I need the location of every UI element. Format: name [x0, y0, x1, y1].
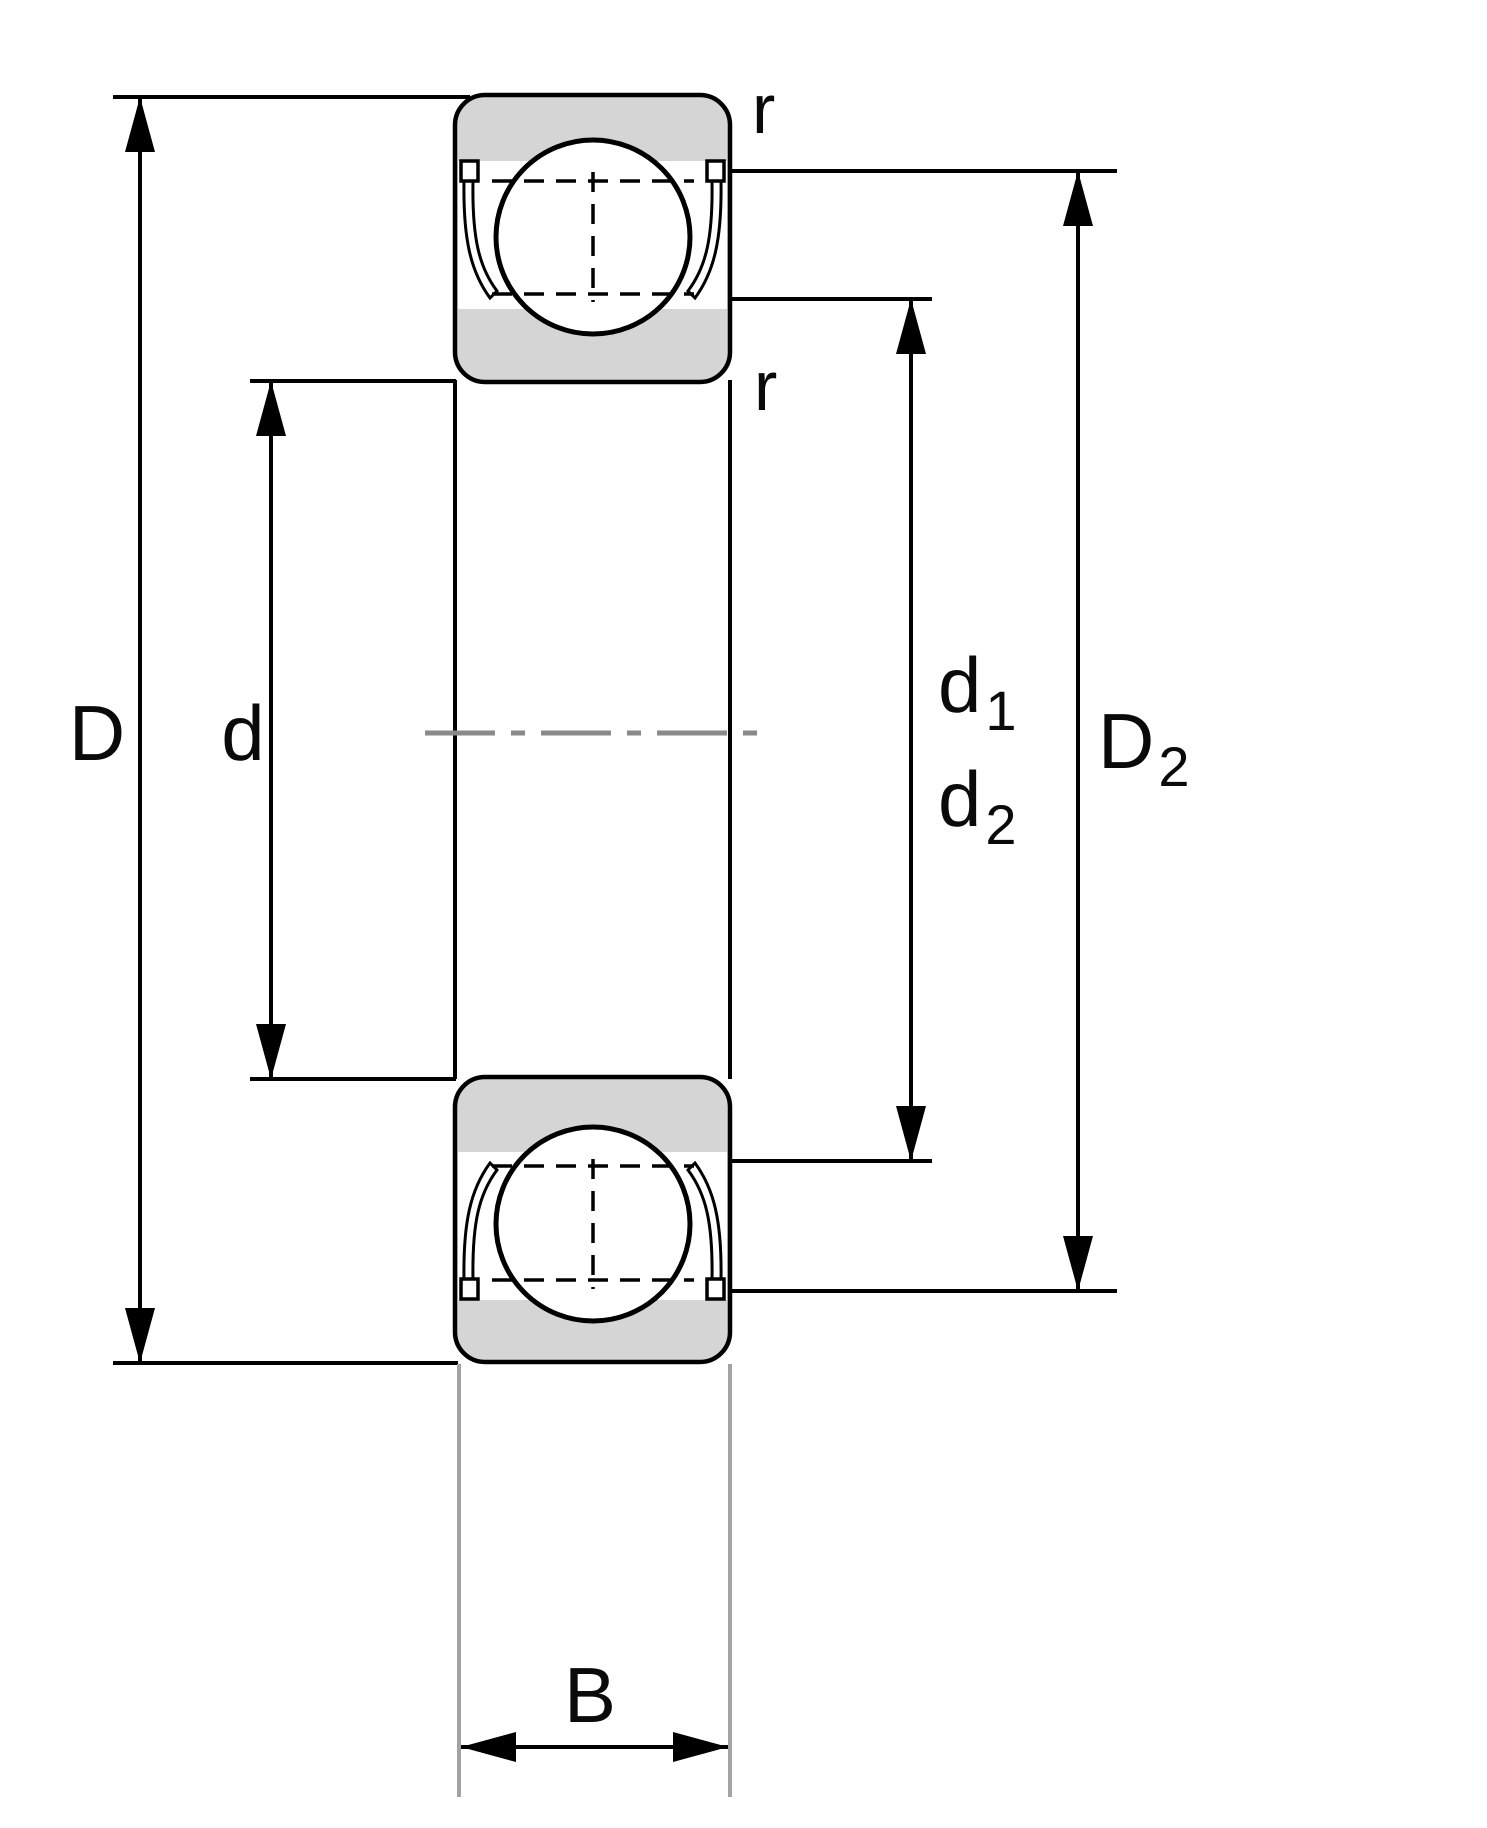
- label-r-bottom: r: [754, 347, 777, 425]
- label-d1-base: d: [938, 641, 981, 729]
- label-D: D: [69, 689, 125, 777]
- arrow-d-bottom: [256, 1024, 286, 1079]
- dimension-D: D: [69, 95, 470, 1365]
- dimension-d: d: [221, 379, 456, 1081]
- label-d1: d1: [938, 641, 1017, 742]
- arrow-D-top: [125, 97, 155, 152]
- arrow-d-top: [256, 381, 286, 436]
- dimension-d1-d2: d1 d2: [731, 297, 1017, 1163]
- label-d2: d2: [938, 755, 1017, 856]
- shield-anchor-top-right: [705, 159, 726, 183]
- chamfer-labels: r r: [752, 70, 777, 425]
- label-B: B: [564, 1651, 616, 1739]
- arrow-D2-top: [1063, 171, 1093, 226]
- label-D2-base: D: [1098, 697, 1154, 785]
- bearing-bottom-section: [452, 1074, 733, 1365]
- arrow-B-right: [673, 1732, 728, 1762]
- label-d2-base: d: [938, 755, 981, 843]
- bearing-top-section: [452, 92, 733, 385]
- label-d: d: [221, 689, 264, 777]
- arrow-B-left: [461, 1732, 516, 1762]
- arrow-D-bottom: [125, 1308, 155, 1363]
- arrow-D2-bottom: [1063, 1236, 1093, 1291]
- dimension-D2: D2: [731, 169, 1190, 1293]
- arrow-d1d2-top: [896, 299, 926, 354]
- label-D2-sub: 2: [1158, 735, 1189, 798]
- label-D2: D2: [1098, 697, 1190, 798]
- dimension-B: B: [457, 1364, 732, 1797]
- arrow-d1d2-bottom: [896, 1106, 926, 1161]
- shield-anchor-top-left: [459, 159, 480, 183]
- shield-anchor-bottom-left: [459, 1277, 480, 1301]
- label-d1-sub: 1: [985, 679, 1016, 742]
- label-r-top: r: [752, 70, 775, 148]
- shield-anchor-bottom-right: [705, 1277, 726, 1301]
- label-d2-sub: 2: [985, 793, 1016, 856]
